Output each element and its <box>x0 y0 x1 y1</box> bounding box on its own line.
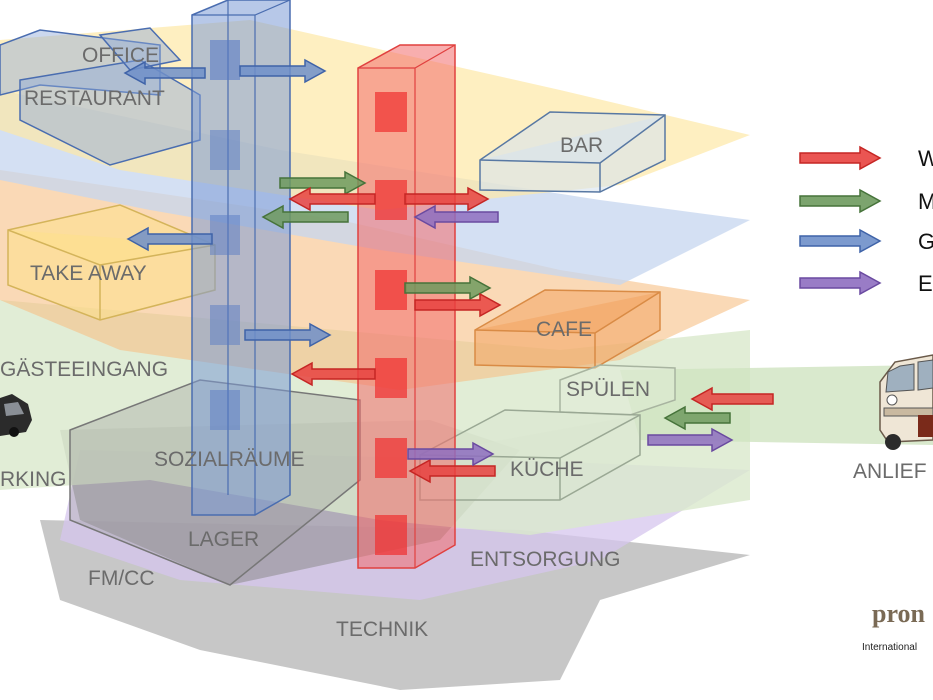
anlieferung-ramp-plane <box>620 365 933 445</box>
legend-item-e: E <box>799 270 933 296</box>
legend-label-w: W <box>918 146 933 171</box>
technik-label: TECHNIK <box>336 618 428 641</box>
cafe-label: CAFE <box>536 318 592 341</box>
restaurant-label: RESTAURANT <box>24 87 165 110</box>
parking-label: RKING <box>0 468 67 491</box>
red-arrow-anlieferung-left <box>690 386 774 412</box>
fm-cc-label: FM/CC <box>88 567 155 590</box>
red-arrow-cafe-right <box>414 292 502 318</box>
legend-arrow-purple <box>799 270 882 296</box>
blue-arrow-office-right <box>239 58 327 84</box>
legend-arrow-green <box>799 188 882 214</box>
brand-logo: pron International <box>862 599 926 653</box>
room-labels: OFFICE RESTAURANT BAR TAKE AWAY CAFE GÄS… <box>0 44 927 641</box>
delivery-van-image <box>879 354 933 450</box>
legend-arrow-red <box>799 145 882 171</box>
red-arrow-kueche-left <box>408 458 496 484</box>
bar-label: BAR <box>560 134 603 157</box>
legend-label-e: E <box>918 271 933 296</box>
lager-label: LAGER <box>188 528 259 551</box>
green-arrow-anlieferung-left <box>663 405 731 431</box>
cafe-room-box <box>474 289 661 369</box>
sozialraeume-label: SOZIALRÄUME <box>154 448 305 471</box>
legend-item-m: M <box>799 188 933 214</box>
brand-tagline: International <box>862 642 917 653</box>
blue-arrow-takeaway-left <box>126 226 213 252</box>
office-room-box <box>0 27 201 166</box>
brand-name: pron <box>872 599 926 628</box>
purple-arrow-anlieferung-right <box>647 427 734 453</box>
legend-arrow-blue <box>799 228 882 254</box>
blue-shaft <box>191 0 291 516</box>
legend: W M G E <box>799 145 933 296</box>
bar-room-box <box>479 111 666 193</box>
legend-item-w: W <box>799 145 933 171</box>
purple-arrow-kueche-right <box>407 441 495 467</box>
legend-label-g: G <box>918 229 933 254</box>
kueche-label: KÜCHE <box>510 458 584 481</box>
blue-arrow-office-left <box>123 60 206 86</box>
blue-arrow-gaeste-right <box>244 322 332 348</box>
legend-item-g: G <box>799 228 933 254</box>
take-away-label: TAKE AWAY <box>30 262 147 285</box>
red-arrow-gaeste-left <box>290 361 376 387</box>
entsorgung-label: ENTSORGUNG <box>470 548 621 571</box>
legend-label-m: M <box>918 189 933 214</box>
car-image <box>0 394 32 437</box>
purple-arrow-bar-left <box>413 204 499 230</box>
office-label: OFFICE <box>82 44 159 67</box>
gaesteeingang-label: GÄSTEEINGANG <box>0 358 168 381</box>
green-arrow-left-1 <box>261 204 349 230</box>
red-arrow-left-1 <box>288 186 376 212</box>
red-shaft <box>357 44 456 569</box>
green-arrow-right-1 <box>279 170 367 196</box>
spuelen-label: SPÜLEN <box>566 378 650 401</box>
anlieferung-label: ANLIEF <box>853 460 927 483</box>
red-arrow-right-1 <box>404 186 490 212</box>
flow-arrows <box>123 58 774 484</box>
